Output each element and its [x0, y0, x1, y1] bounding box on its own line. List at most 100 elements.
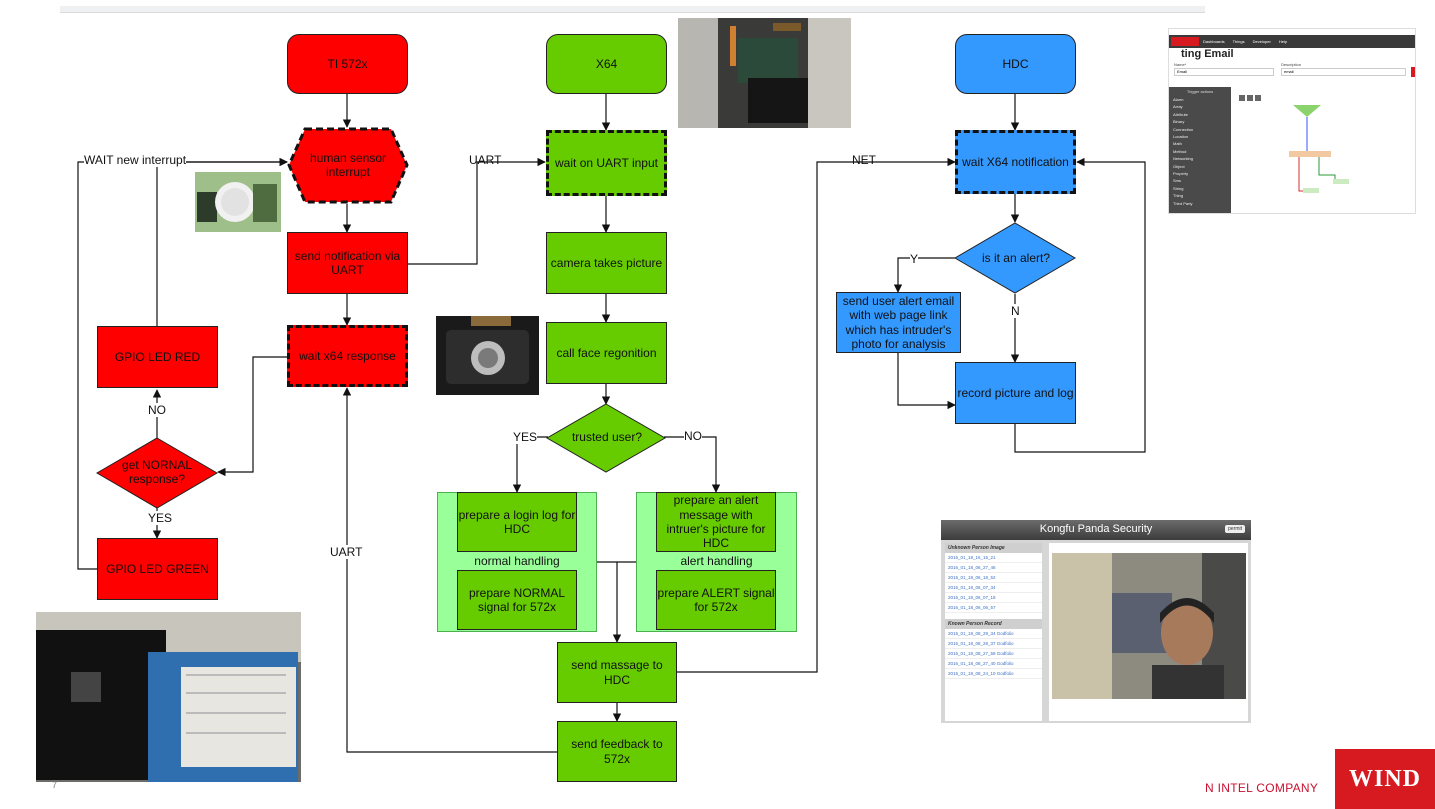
alert-message-box: prepare an alert message with intruer's … — [656, 492, 776, 552]
alert-signal-box: prepare ALERT signal for 572x — [656, 570, 776, 630]
y-label: Y — [910, 252, 919, 266]
login-log-box: prepare a login log for HDC — [457, 492, 577, 552]
editor-nav-item[interactable]: Help — [1278, 39, 1288, 44]
unknown-list-item[interactable]: 2016_01_18_06_07_34 — [945, 583, 1042, 593]
uart-top-label: UART — [469, 153, 502, 167]
gpio-led-green-box: GPIO LED GREEN — [97, 538, 218, 600]
n-label: N — [1011, 304, 1020, 318]
editor-panel-item[interactable]: Thing — [1173, 193, 1184, 199]
known-header: Known Person Record — [945, 619, 1042, 629]
unknown-list-item[interactable]: 2016_01_18_06_18_52 — [945, 573, 1042, 583]
editor-nav-item[interactable]: Things — [1232, 39, 1245, 44]
pir-sensor-photo — [195, 172, 281, 232]
editor-panel-item[interactable]: String — [1173, 185, 1184, 191]
editor-panel-item[interactable]: Alarm — [1173, 97, 1184, 102]
send-feedback-box: send feedback to 572x — [557, 721, 677, 782]
editor-panel-item[interactable]: Math — [1173, 141, 1182, 147]
editor-panel-item[interactable]: Sms — [1173, 178, 1181, 184]
page-number: 7 — [52, 780, 58, 790]
editor-desc-label: Description — [1281, 62, 1302, 67]
uart-bottom-label: UART — [330, 545, 363, 559]
human-sensor-label: human sensor interrupt — [309, 150, 387, 179]
get-normal-label: get NORNAL response? — [121, 457, 193, 486]
security-permit-button[interactable]: permit — [1225, 525, 1245, 533]
known-list-item[interactable]: 2016_01_18_08_27_40 Godfolio — [945, 659, 1042, 669]
editor-panel-item[interactable]: Third Party — [1173, 200, 1193, 206]
face-recognition-box: call face regonition — [546, 322, 667, 384]
editor-panel-item[interactable]: Object — [1173, 163, 1185, 169]
camera-photo — [436, 316, 539, 395]
wind-logo: WIND — [1335, 749, 1435, 809]
editor-desc-field[interactable]: email — [1281, 68, 1406, 76]
editor-panel-item[interactable]: Networking — [1173, 156, 1194, 162]
normal-signal-box: prepare NORMAL signal for 572x — [457, 570, 577, 630]
wait-new-interrupt-label: WAIT new interrupt — [84, 153, 187, 167]
editor-panel-item[interactable]: Location — [1173, 134, 1189, 140]
security-title: Kongfu Panda Security — [1039, 523, 1153, 535]
no-mid-label: NO — [684, 429, 702, 443]
editor-title: ting Email — [1181, 48, 1234, 60]
trusted-user-diamond — [546, 403, 667, 473]
net-label: NET — [852, 153, 876, 167]
unknown-list-item[interactable]: 2016_01_18_06_07_18 — [945, 593, 1042, 603]
unknown-list-item[interactable]: 2016_01_18_16_15_21 — [945, 553, 1042, 563]
hdc-start: HDC — [955, 34, 1076, 94]
security-list-panel: Unknown Person Image 2016_01_18_16_15_21… — [945, 543, 1042, 721]
no-left-label: NO — [148, 403, 166, 417]
known-list-item[interactable]: 2016_01_18_08_28_37 Godfolio — [945, 639, 1042, 649]
ti-572x-start: TI 572x — [287, 34, 408, 94]
editor-panel-item[interactable]: Method — [1173, 148, 1187, 154]
trusted-user-label: trusted user? — [571, 429, 643, 444]
record-picture-box: record picture and log — [955, 362, 1076, 424]
camera-takes-picture-box: camera takes picture — [546, 232, 667, 294]
gpio-led-red-box: GPIO LED RED — [97, 326, 218, 388]
yes-left-label: YES — [148, 511, 173, 525]
send-notification-box: send notification via UART — [287, 232, 408, 294]
editor-brand-badge — [1171, 37, 1199, 46]
unknown-list-item[interactable]: 2016_01_18_06_06_57 — [945, 603, 1042, 613]
editor-panel-item[interactable]: Array — [1173, 104, 1183, 110]
wait-x64-response-box: wait x64 response — [287, 325, 408, 387]
editor-panel-item[interactable]: Binary — [1173, 119, 1185, 125]
wait-x64-notification-box: wait X64 notification — [955, 130, 1076, 194]
trigger-editor-screenshot: Dashboards Things Developer Help ting Em… — [1168, 28, 1416, 214]
top-toolbar-strip — [60, 6, 1205, 13]
known-list-item[interactable]: 2016_01_18_08_24_10 Godfolio — [945, 669, 1042, 679]
intel-company-text: N INTEL COMPANY — [1205, 781, 1319, 795]
normal-handling-label: normal handling — [474, 554, 560, 568]
security-app-screenshot: Kongfu Panda Security permit Unknown Per… — [941, 520, 1251, 723]
editor-panel-item[interactable]: Connection — [1173, 126, 1194, 132]
editor-canvas — [1239, 95, 1349, 193]
pir-sensor-image — [195, 172, 281, 232]
dev-board-image — [36, 612, 301, 782]
camera-image — [436, 316, 539, 395]
known-list-item[interactable]: 2016_01_18_08_29_34 Godfolio — [945, 629, 1042, 639]
editor-panel-title: Trigger actions — [1186, 89, 1214, 94]
person-snapshot-image — [1052, 553, 1246, 699]
unknown-header: Unknown Person Image — [945, 543, 1042, 553]
is-alert-label: is it an alert? — [981, 250, 1051, 265]
editor-red-button[interactable] — [1411, 67, 1415, 77]
yes-mid-label: YES — [513, 430, 538, 444]
editor-name-field[interactable]: Email — [1174, 68, 1274, 76]
send-alert-email-box: send user alert email with web page link… — [836, 292, 961, 353]
send-massage-box: send massage to HDC — [557, 642, 677, 703]
security-titlebar: Kongfu Panda Security permit — [941, 520, 1251, 540]
pc-internals-photo — [678, 18, 851, 128]
alert-handling-label: alert handling — [680, 554, 753, 568]
editor-navbar: Dashboards Things Developer Help — [1169, 35, 1415, 48]
editor-panel-item[interactable]: Property — [1173, 171, 1189, 177]
editor-nav-item[interactable]: Dashboards — [1203, 39, 1225, 44]
security-image-panel — [1049, 543, 1248, 721]
unknown-list-item[interactable]: 2016_01_18_06_27_46 — [945, 563, 1042, 573]
editor-panel-item[interactable]: Attribute — [1173, 111, 1188, 117]
wait-uart-input-box: wait on UART input — [546, 130, 667, 196]
is-alert-diamond — [954, 222, 1076, 294]
editor-nav-item[interactable]: Developer — [1252, 39, 1271, 44]
known-list-item[interactable]: 2016_01_18_08_27_58 Godfolio — [945, 649, 1042, 659]
editor-name-label: Name* — [1174, 62, 1187, 67]
